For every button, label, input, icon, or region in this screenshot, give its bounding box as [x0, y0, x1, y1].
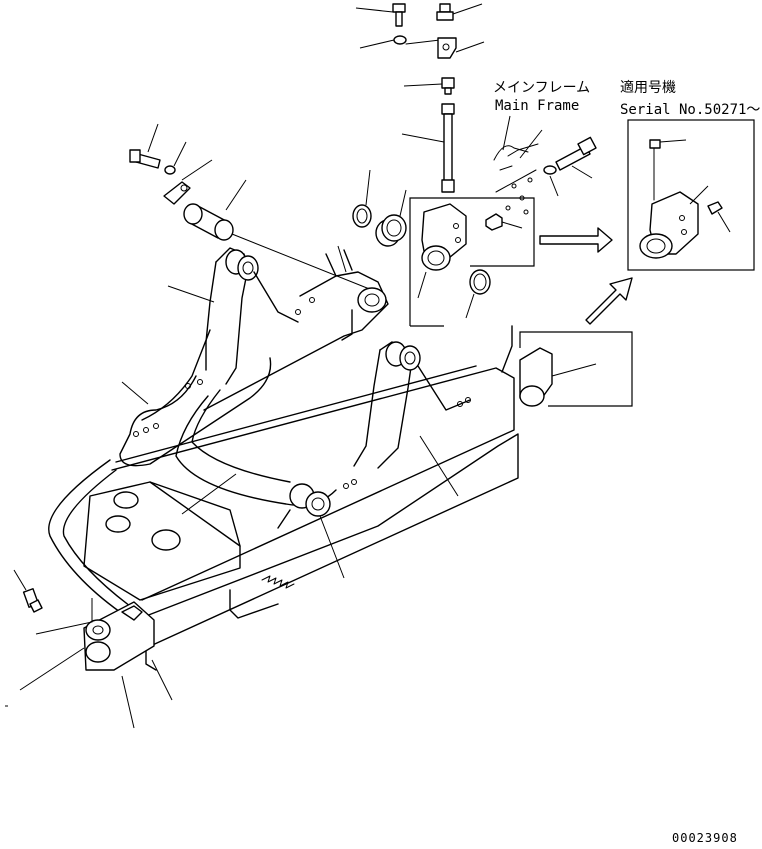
main-frame-fragment: [493, 129, 543, 171]
frame-pin: [183, 179, 373, 291]
top-bolt: [355, 3, 406, 27]
pin-bolt: [129, 123, 161, 169]
serial-detail-box: [627, 119, 755, 271]
top-fitting-2: [403, 77, 455, 95]
bushing-sleeve: [375, 189, 407, 247]
top-clamp: [437, 37, 485, 59]
pin-washer: [164, 141, 187, 175]
outline-arrow-right-icon: [539, 227, 613, 253]
rear-bracket-box: [519, 331, 633, 407]
front-eye-bracket: [19, 601, 173, 729]
bracket-detail-box: [409, 197, 535, 327]
side-washer: [543, 165, 559, 197]
serial-number-label: Serial No.50271～: [620, 102, 760, 118]
bushing-ring-2: [465, 269, 491, 319]
main-frame-body: [48, 245, 519, 671]
long-pin: [401, 103, 455, 193]
main-frame-label-en: Main Frame: [495, 98, 579, 114]
pin-lock-plate: [163, 159, 213, 205]
drawing-number: 00023908: [672, 831, 738, 845]
dowel-dots: [495, 169, 537, 215]
main-frame-label-jp: メインフレーム: [493, 80, 590, 96]
top-washer: [359, 35, 441, 49]
outline-arrow-up-right-icon: [585, 277, 633, 325]
top-grease-fitting: [436, 3, 483, 21]
grease-fitting-left: [13, 569, 93, 635]
side-bolt: [555, 136, 597, 179]
bushing-ring-1: [352, 169, 372, 228]
applicable-serial-label-jp: 適用号機: [620, 79, 676, 96]
